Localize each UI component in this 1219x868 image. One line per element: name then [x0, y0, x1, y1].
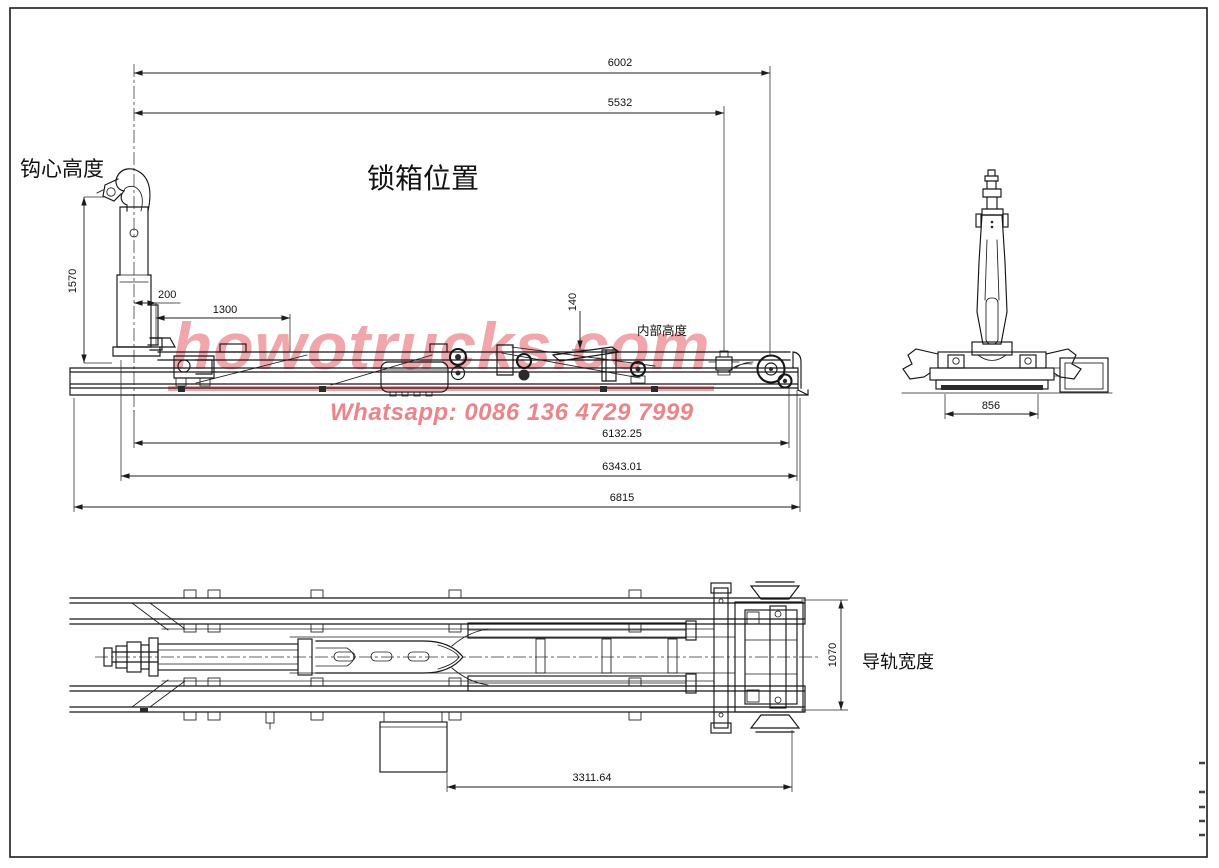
hanging-box: [379, 711, 448, 773]
side-view: 6002 5532 1570 200 1300: [20, 57, 809, 512]
label-rail-width: 导轨宽度: [862, 652, 934, 672]
lock-box-clamp: [708, 350, 740, 376]
hook-arm: [96, 168, 176, 357]
drawing-frame: [9, 7, 1208, 858]
rear-view: 856: [901, 169, 1113, 419]
dim-hook-center-height-value: 1570: [67, 269, 79, 293]
rear-frame: [734, 601, 804, 713]
dim-overall-top: 6002: [134, 57, 771, 356]
hydraulic-cylinder: [103, 637, 313, 677]
dim-hook-offset: 200: [134, 289, 181, 345]
hook: [115, 168, 151, 212]
hook-shackle: [102, 178, 122, 202]
rear-roller: [756, 351, 802, 389]
cross-shaft: [710, 582, 732, 734]
dim-lock-box-span: 5532: [134, 97, 725, 352]
dim-overall-length-value: 6815: [610, 492, 634, 504]
side-box: [1059, 357, 1109, 393]
dim-overall-top-value: 6002: [608, 57, 632, 69]
dim-hook-center-height: 1570: [67, 196, 112, 364]
label-internal-height: 内部高度: [637, 323, 688, 338]
frame-pin: [265, 711, 275, 730]
dim-rear-overhang: 3311.64: [446, 730, 793, 792]
dim-lock-box-value: 5532: [608, 97, 632, 109]
dim-overall-length: 6815: [73, 398, 801, 512]
plan-view: 1070 3311.64 导轨宽度: [69, 581, 934, 792]
rear-guide-rollers: [749, 581, 801, 733]
roller: [448, 347, 468, 367]
slide-tank: [380, 361, 449, 393]
dim-frame-length: 6343.01: [120, 360, 798, 481]
dim-base-width: 856: [944, 394, 1039, 419]
lift-tubes: [467, 620, 697, 694]
dim-hook-offset-value: 200: [158, 289, 176, 301]
slotted-arm: [315, 628, 489, 686]
dim-rail-length: 6132.25: [133, 388, 790, 448]
dim-front-section: 1300: [156, 304, 291, 352]
dim-rail-width-value: 1070: [827, 643, 839, 667]
dim-rail-length-value: 6132.25: [602, 428, 642, 440]
dim-rail-width: 1070: [801, 599, 848, 711]
dim-rear-overhang-value: 3311.64: [573, 772, 612, 784]
dim-front-section-value: 1300: [213, 304, 237, 316]
rail-clamps: [183, 589, 642, 721]
label-hook-height: 钩心高度: [20, 158, 104, 181]
dim-internal-height: 140: [567, 293, 588, 351]
dim-internal-height-value: 140: [567, 293, 579, 311]
rear-hook-arm: [975, 169, 1009, 345]
plan-bottom-rail: [69, 679, 806, 713]
dim-frame-length-value: 6343.01: [602, 461, 642, 473]
frame-tick-marks: [1199, 761, 1205, 837]
dim-base-width-value: 856: [982, 400, 1000, 412]
rear-base: [901, 341, 1113, 394]
inner-frame: [161, 628, 736, 682]
label-lock-box-position: 锁箱位置: [367, 163, 479, 194]
plan-top-rail: [69, 597, 806, 631]
